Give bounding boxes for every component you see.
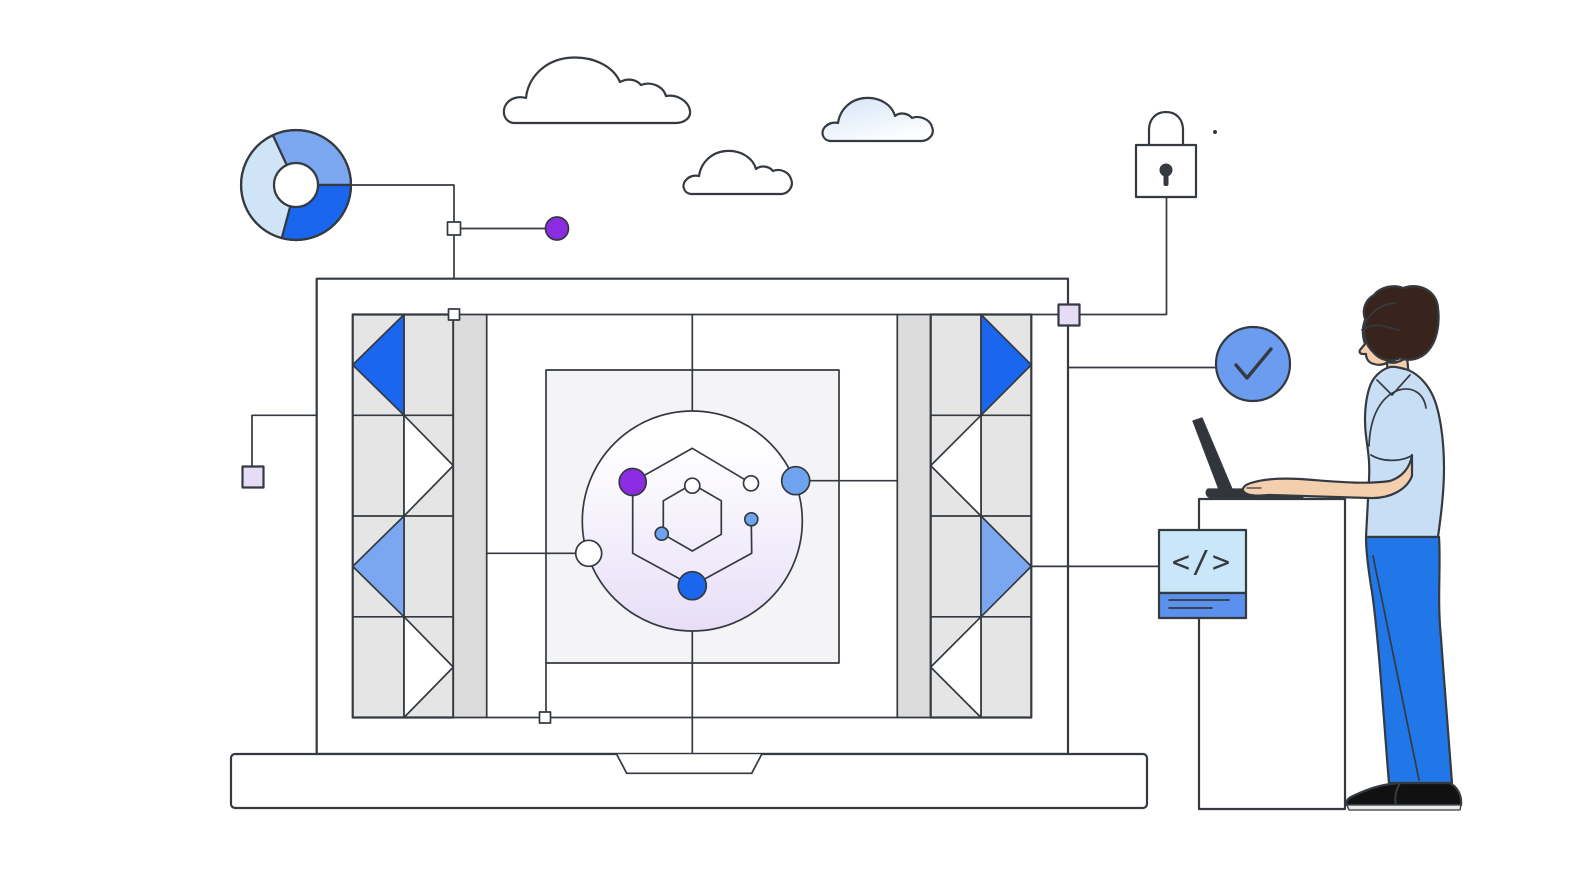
gray-strip-right [896,313,932,719]
triangle-blue-left [351,313,405,417]
molecule-trace-top [631,447,752,485]
molecule-node-white-top [683,477,701,495]
gray-strip-left [452,313,488,719]
person-hair-fringe [1365,302,1396,322]
lavender-node-frame-right [1057,303,1081,327]
pattern-column-right [896,313,1033,719]
glasses-icon [1361,324,1400,331]
person-shirt-collar [1376,374,1411,396]
molecule-trace-left [631,489,694,587]
triangle-white-right-2 [403,615,455,719]
clouds [502,56,934,196]
triangle-cornflower-left [351,515,405,618]
tiny-dot [1213,130,1217,134]
molecule-node-white-left [574,539,603,568]
triangle-white-right-1 [403,414,455,517]
connector-lines-right [1030,197,1218,568]
molecule-trace-right [691,522,753,587]
triangle-white-left-1 [929,414,982,517]
central-panel-group [447,308,899,754]
code-card-footer [1157,591,1248,620]
connector-lines-left [241,184,570,489]
person-shoe-sole [1346,804,1462,811]
molecule-node-blue-edge [780,465,811,496]
molecule-circle [581,410,804,632]
donut-chart [239,128,353,242]
lock-keyhole-stem [1163,172,1169,186]
padlock-icon [1134,143,1198,199]
donut-hole [272,161,320,209]
molecule-hexagon [662,483,723,552]
person-shirt [1363,365,1446,539]
code-brackets-icon: </> [1172,545,1232,580]
molecule-node-purple [618,467,648,497]
pattern-column-left [351,313,488,719]
person-shoe-back [1394,781,1463,807]
lock-shackle [1147,110,1185,148]
person-pants [1364,535,1454,785]
laptop-base-group [229,752,1149,810]
lock-keyhole-circle [1159,163,1173,177]
code-card: </> [1157,528,1248,620]
triangle-blue-right [980,313,1033,417]
cloud-small-icon [682,149,793,196]
donut-connector-line [350,184,455,310]
cloud-large-icon [502,56,692,125]
person-hair [1362,285,1440,362]
code-card-text-lines [1168,599,1230,609]
check-badge [1214,325,1292,403]
check-circle [1214,325,1292,403]
connector-node-square-frame-top [447,308,461,321]
molecule-node-blue-small-right [743,511,759,527]
purple-data-node [544,216,570,241]
molecule-node-white-right [742,474,760,492]
molecule-node-blue-small-left [654,526,670,542]
connector-node-square-bottom [538,711,552,724]
laptop-hinge-notch [615,753,763,775]
person [1241,285,1463,811]
person-pants-crease [1372,555,1420,781]
connector-node-square-top [446,221,462,236]
triangle-cornflower-right [980,515,1033,618]
laptop-base [229,752,1149,810]
lock [1134,110,1198,199]
person-arm [1241,453,1414,500]
molecule-node-blue-big [677,570,708,601]
desk-laptop-screen [1192,417,1233,493]
triangle-white-left-2 [929,615,982,719]
code-card-header [1157,528,1248,595]
lock-connector-line [1078,197,1168,316]
person-sleeve-hem [1370,454,1412,462]
cloud-blue-icon [821,96,934,143]
lavender-node-left [241,465,265,489]
person-sleeve-outline [1368,388,1427,447]
checkmark-icon [1234,347,1273,380]
